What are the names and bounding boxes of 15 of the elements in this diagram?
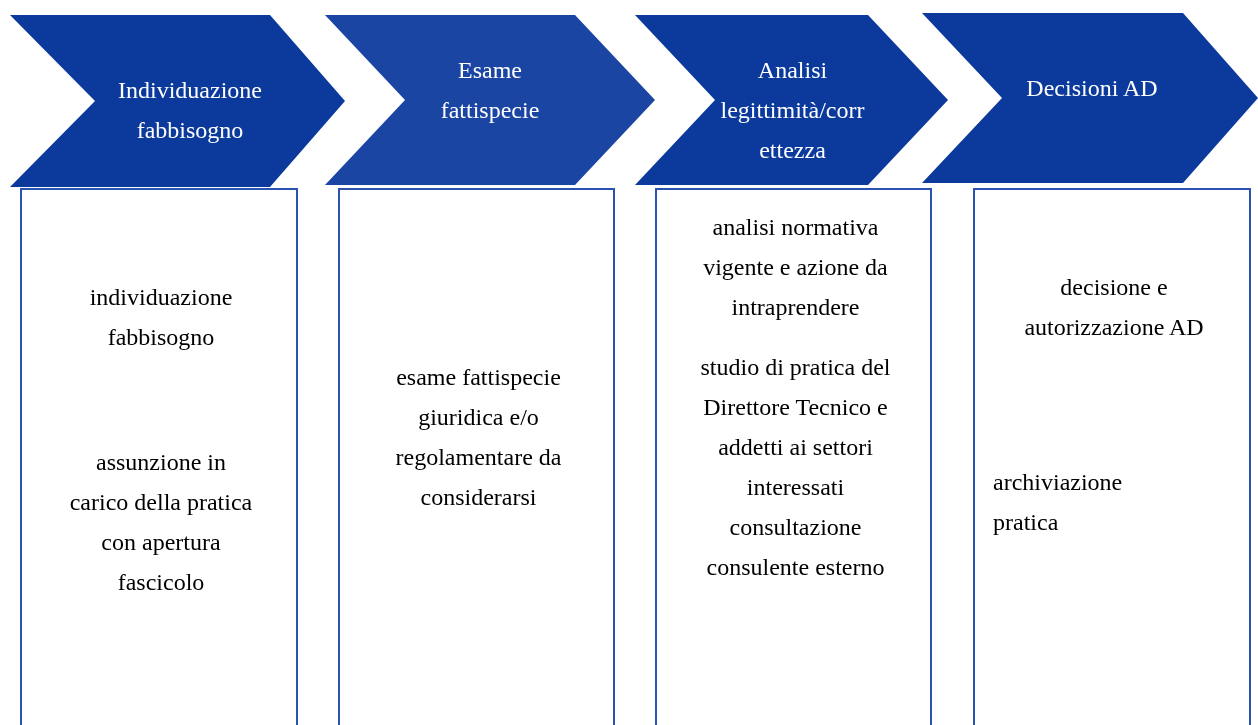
- step-description: individuazione fabbisogno: [88, 283, 234, 352]
- step-description: decisione e autorizzazione AD: [1023, 273, 1205, 342]
- step-box: [20, 188, 298, 725]
- step-description: studio di pratica del Direttore Tecnico e addetti ai settori interessati consultazione consulente esterno: [699, 353, 892, 582]
- step-title: Analisi legittimità/correttezza: [720, 56, 865, 165]
- step-title: Decisioni AD: [1025, 74, 1159, 103]
- step-description: analisi normativa vigente e azione da intraprendere: [702, 213, 889, 322]
- step-box: [338, 188, 615, 725]
- step-description: archiviazione pratica: [993, 468, 1124, 537]
- step-description: assunzione in carico della pratica con apertura fascicolo: [68, 448, 254, 597]
- step-description: esame fattispecie giuridica e/o regolamentare da considerarsi: [394, 363, 563, 512]
- step-box: [655, 188, 932, 725]
- step-box: [973, 188, 1251, 725]
- step-title: Individuazione fabbisogno: [117, 76, 263, 145]
- step-title: Esame fattispecie: [439, 56, 541, 125]
